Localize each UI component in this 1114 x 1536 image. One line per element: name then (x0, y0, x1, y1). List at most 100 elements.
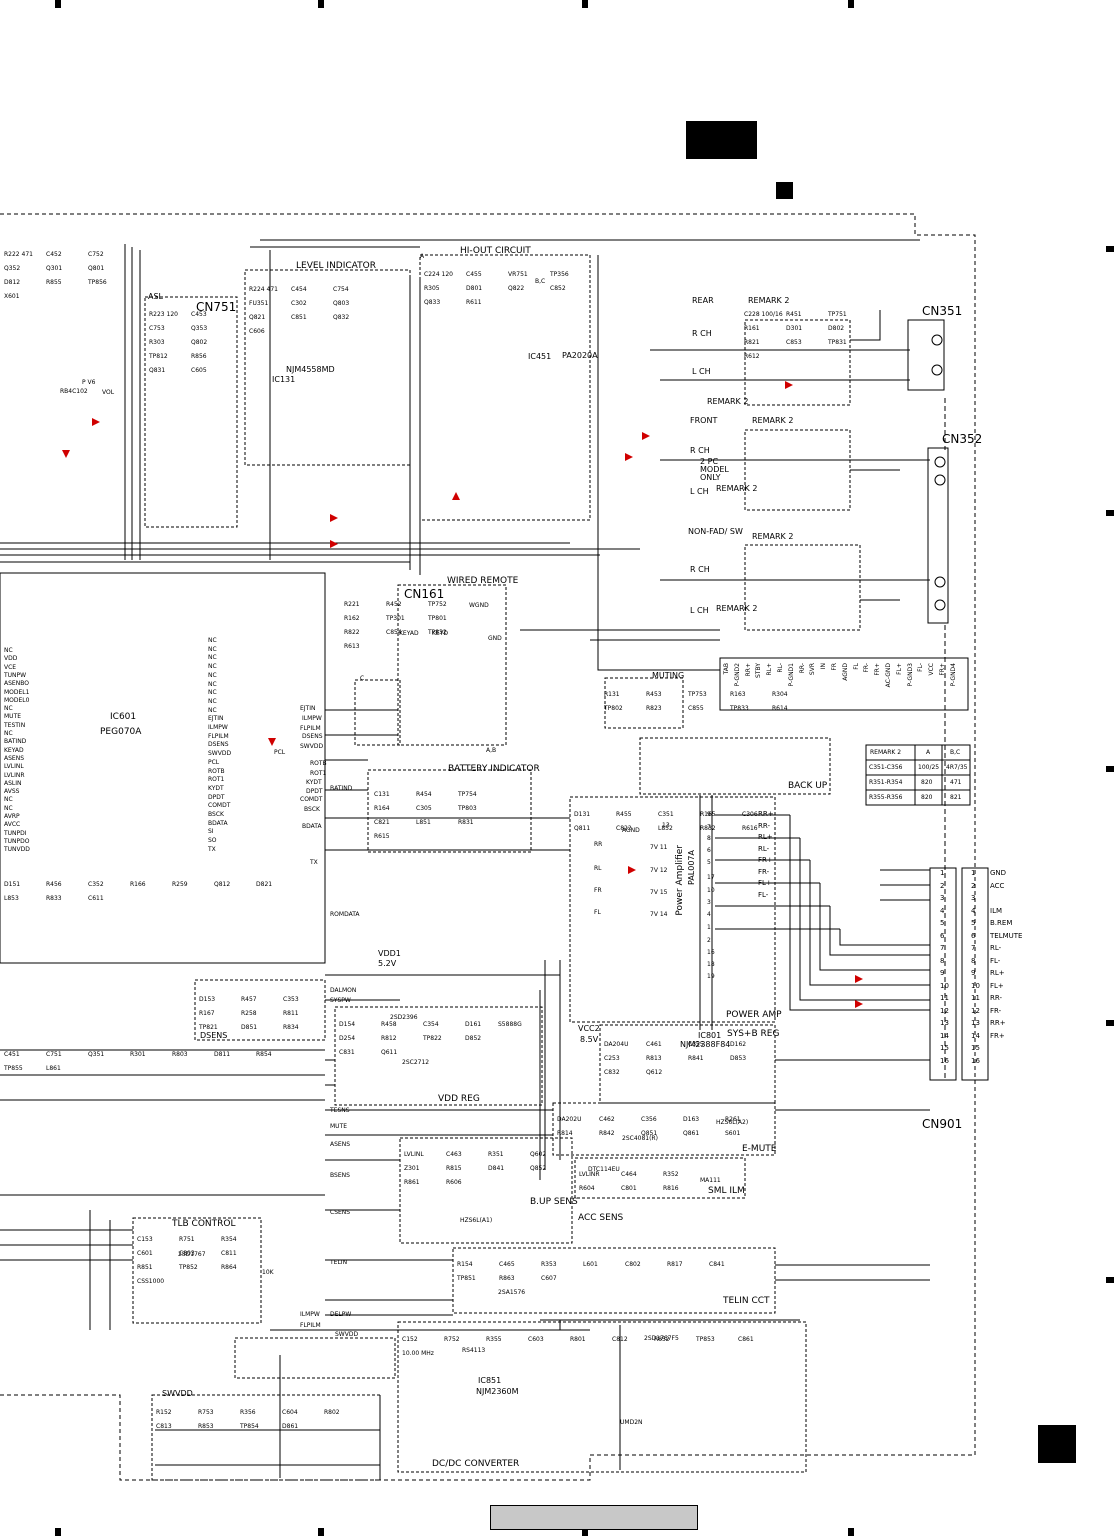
part-116: R812 (381, 1035, 397, 1042)
part-42: C752 (88, 251, 104, 258)
part-171: Q833 (424, 299, 441, 306)
part-46: TP751 (828, 311, 847, 318)
part-174: TP833 (730, 705, 749, 712)
part-128: Q821 (249, 314, 266, 321)
remark-table-r0c0: C351-C356 (869, 764, 903, 771)
signal-5: PCL (274, 749, 286, 756)
ic801-label: IC801 (698, 1031, 722, 1040)
ic301-sub: PAL007A (687, 850, 696, 885)
ic801-part: NJM2388F84 (680, 1040, 731, 1049)
part-67: R161 (744, 325, 760, 332)
amp-output-FR-: FR- (758, 867, 770, 876)
ic601-right-pin-17: KYDT (208, 784, 224, 792)
ic601-left-pin-7: NC (4, 705, 13, 713)
part-38: R751 (179, 1236, 195, 1243)
part-36: C464 (621, 1171, 637, 1178)
pin-strip-FL: FL (852, 663, 860, 670)
cn901-pin-r-14: 14 (971, 1031, 980, 1040)
pin-strip-FR+: FR+ (939, 663, 946, 676)
label-remark-nonfad: REMARK 2 (752, 532, 794, 541)
amp-pin-12: 7V 15 (650, 889, 668, 896)
part-135: D821 (256, 881, 273, 888)
part-195: R614 (772, 705, 788, 712)
block-title-dc-dc-converter: DC/DC CONVERTER (432, 1459, 520, 1469)
part-151: C853 (786, 339, 802, 346)
ic601-right-pin-7: NC (208, 697, 217, 705)
amp-in-rl: RL (594, 865, 602, 872)
signal-27: SWVDD (335, 1331, 359, 1338)
part-56: R351 (488, 1151, 504, 1158)
cn901-label-13: RR+ (990, 1019, 1006, 1027)
block-title-swvdd: SWVDD (162, 1389, 193, 1398)
part-161: Q852 (530, 1165, 547, 1172)
part-203: R606 (446, 1179, 462, 1186)
ic601-right-pin-1: NC (208, 645, 217, 653)
block-title-acc-sens: ACC SENS (578, 1213, 624, 1223)
signal-10: COMDT (300, 796, 323, 803)
signal-7: ROT1 (310, 770, 327, 777)
part-177: R833 (46, 895, 62, 902)
part-84: Q301 (46, 265, 63, 272)
part-146: R854 (256, 1051, 272, 1058)
signal-18: TESNS (330, 1107, 350, 1114)
cn901-pin-r-8: 8 (971, 956, 976, 965)
signal-13: TX (310, 859, 318, 866)
part-37: C465 (499, 1261, 515, 1268)
part-115: R811 (283, 1010, 299, 1017)
block-title-telin-cct: TELIN CCT (723, 1296, 770, 1306)
pin-strip-RL-: RL- (777, 663, 784, 673)
part-185: R864 (221, 1264, 237, 1271)
part-194: R613 (344, 643, 360, 650)
cn901-label-4: ILM (990, 906, 1003, 915)
part-160: Q851 (641, 1130, 658, 1137)
part-41: C751 (46, 1051, 62, 1058)
signal-4: SWVDD (300, 743, 324, 750)
signal-20: ASENS (330, 1141, 351, 1148)
signal-26: FLPILM (300, 1322, 321, 1329)
ic601-right-pin-23: SO (208, 837, 217, 845)
ic601-left-pin-13: ASENS (4, 754, 25, 762)
remark-table-r0c1: 100/25 (918, 764, 940, 771)
part-51: C352 (88, 881, 104, 888)
ic601-label: IC601 (110, 712, 137, 722)
part-85: R303 (149, 339, 165, 346)
reg-mark-bottom-3 (582, 1528, 588, 1536)
ic601-left-pin-22: TUNPDI (4, 829, 27, 837)
part-164: TP852 (179, 1264, 198, 1271)
part-16: R154 (457, 1261, 473, 1268)
connector-cn751: CN751 (196, 300, 237, 314)
misc-22: S5888G (498, 1021, 522, 1028)
part-78: R604 (579, 1185, 595, 1192)
ic601-left-pin-18: NC (4, 796, 13, 804)
block-title-asl: ASL (148, 292, 164, 301)
misc-4: P V6 (82, 379, 96, 386)
reg-mark-top-1 (55, 0, 61, 8)
misc-12: DTC114EU (588, 1166, 620, 1173)
amp-output-RR+: RR+ (758, 810, 774, 818)
ic601-left-pin-15: LVLINR (4, 771, 25, 779)
amp-in-agnd: AGND (622, 827, 640, 834)
block-title-vdd-reg: VDD REG (438, 1094, 480, 1104)
misc-9: KEYD (432, 630, 449, 637)
ic451-label: IC451 (528, 352, 552, 361)
cn901-pin-r-2: 2 (971, 881, 976, 890)
part-86: C302 (291, 300, 307, 307)
ic601-right-pin-0: NC (208, 637, 217, 644)
block-title-muting: MUTING (652, 671, 685, 680)
label-model-note-1: 2 PC (700, 457, 719, 466)
misc-1: B,C (535, 278, 546, 285)
part-32: R458 (381, 1021, 397, 1028)
part-131: R822 (344, 629, 360, 636)
cn901-label-8: FL- (990, 956, 1001, 965)
power-vdd1: VDD1 (378, 949, 401, 958)
part-102: R801 (570, 1336, 586, 1343)
reg-mark-top-2 (318, 0, 324, 8)
amp-pin-11: 7V 12 (650, 867, 668, 874)
part-83: R301 (130, 1051, 146, 1058)
signal-0: EJTIN (300, 705, 316, 712)
part-63: Q352 (4, 265, 21, 272)
ic601-right-pin-19: COMDT (208, 802, 231, 810)
amp-pin-0: 9 (707, 811, 711, 818)
part-74: D161 (465, 1021, 482, 1028)
part-155: L852 (658, 825, 673, 832)
